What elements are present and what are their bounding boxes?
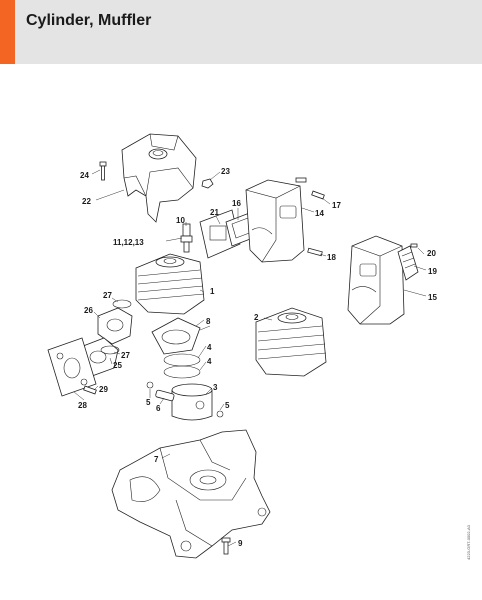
cylinder-2 [255,307,327,377]
exploded-parts-diagram: 24 22 23 10 11,12,13 21 16 14 17 18 20 1… [47,133,437,559]
leader-lines [73,169,427,547]
callout-17: 17 [332,201,341,210]
callout-4-upper: 4 [207,343,212,352]
callout-23: 23 [221,167,230,176]
piston-rings [163,353,201,379]
callout-8: 8 [206,317,211,326]
callout-27-upper: 27 [103,291,112,300]
screw-24 [99,161,107,181]
callout-3: 3 [213,383,218,392]
clamp-27-upper [112,299,132,309]
callout-29: 29 [99,385,108,394]
muffler-14 [245,179,305,263]
callout-28: 28 [78,401,87,410]
screw-9 [221,537,231,555]
screw-18 [307,247,323,257]
callout-4-lower: 4 [207,357,212,366]
callout-27-lower: 27 [121,351,130,360]
accent-bar [0,0,15,64]
callout-labels: 24 22 23 10 11,12,13 21 16 14 17 18 20 1… [78,167,437,548]
callout-16: 16 [232,199,241,208]
clamp-27-lower [100,345,120,355]
spark-plug [180,223,193,253]
spark-screen [397,245,419,281]
callout-20: 20 [427,249,436,258]
callout-15: 15 [428,293,437,302]
muffler-15 [347,235,405,325]
callout-10: 10 [176,216,185,225]
callout-24: 24 [80,171,89,180]
callout-7: 7 [154,455,159,464]
circlip-right [216,410,224,418]
callout-11-12-13: 11,12,13 [113,238,144,247]
page-header: Cylinder, Muffler [0,0,482,64]
document-id: 4223-GRT-0002-A0 [466,525,471,560]
nut-23 [201,178,214,189]
piston [171,383,213,421]
callout-5-right: 5 [225,401,230,410]
circlip-left [146,381,154,389]
screw-29 [83,385,97,395]
callout-22: 22 [82,197,91,206]
callout-21: 21 [210,208,219,217]
callout-25: 25 [113,361,122,370]
callout-5-left: 5 [146,398,151,407]
page-title: Cylinder, Muffler [26,12,152,29]
callout-18: 18 [327,253,336,262]
callout-9: 9 [238,539,243,548]
intake-base-plate [47,337,97,397]
callout-2: 2 [254,313,259,322]
crankcase-frame [111,429,271,559]
cylinder-shroud [121,133,197,223]
callout-14: 14 [315,209,324,218]
cylinder-gasket [151,317,201,355]
piston-pin [155,389,175,402]
screw-20 [410,243,418,248]
screw-17 [295,177,325,200]
cylinder-1 [135,253,205,315]
intake-manifold [97,307,133,345]
callout-19: 19 [428,267,437,276]
callout-6: 6 [156,404,161,413]
callout-1: 1 [210,287,215,296]
callout-26: 26 [84,306,93,315]
